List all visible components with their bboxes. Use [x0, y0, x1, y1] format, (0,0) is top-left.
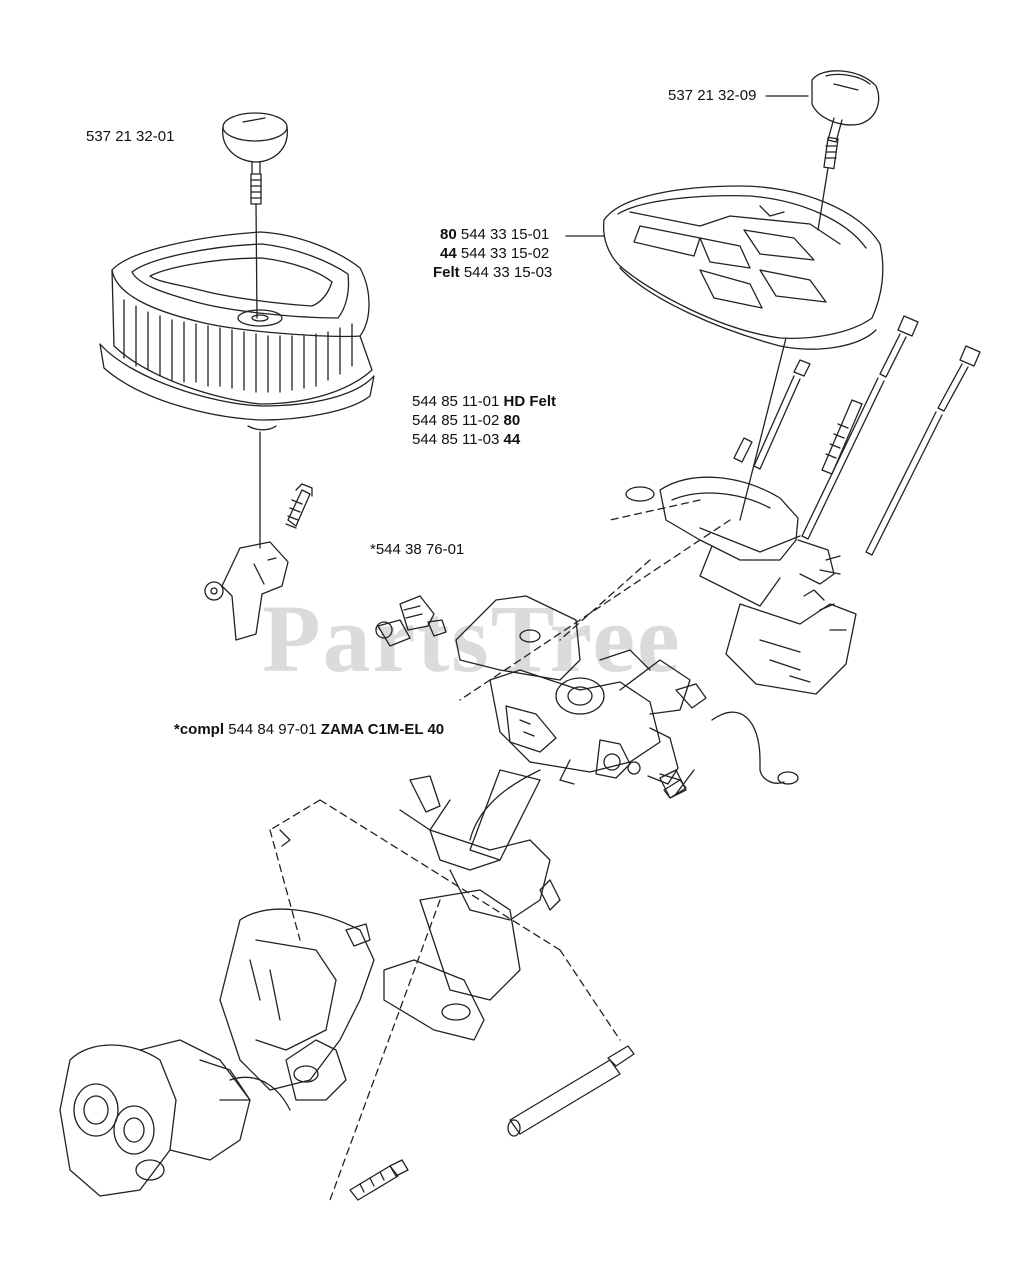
label-cover-44: 44 544 33 15-02: [440, 244, 549, 264]
label-carburetor-compl: *compl: [174, 721, 225, 738]
label-filter-hd: 544 85 11-01 HD Felt: [412, 392, 556, 412]
watermark: PartsTree: [262, 585, 682, 692]
label-kit: *544 38 76-01: [370, 541, 465, 558]
label-cover-felt-part: 544 33 15-03: [463, 264, 553, 281]
label-carburetor-part: 544 84 97-01: [228, 721, 317, 738]
label-filter-44-variant: 44: [503, 431, 521, 448]
label-filter-44: 544 85 11-03 44: [412, 430, 520, 450]
label-filter-hd-part: 544 85 11-01: [412, 393, 500, 410]
label-filter-80-variant: 80: [503, 412, 521, 429]
dash-lines: [269, 499, 731, 1201]
filter-holder: [625, 476, 857, 695]
label-cover-44-part: 544 33 15-02: [460, 245, 550, 262]
intake-manifold: [279, 769, 561, 1041]
label-carburetor: *compl 544 84 97-01 ZAMA C1M-EL 40: [174, 720, 444, 740]
mounting-bolts: [733, 315, 981, 556]
label-cover-80-part: 544 33 15-01: [460, 226, 550, 243]
label-cover-felt-variant: Felt: [433, 264, 460, 281]
air-filter-cover: [565, 185, 884, 521]
label-carburetor-model: ZAMA C1M-EL 40: [320, 721, 445, 738]
label-knob-left: 537 21 32-01: [86, 128, 175, 145]
label-filter-44-part: 544 85 11-03: [412, 431, 500, 448]
label-filter-hd-variant: HD Felt: [503, 393, 556, 410]
label-cover-80-variant: 80: [440, 226, 457, 243]
label-cover-44-variant: 44: [440, 245, 457, 262]
label-knob-right: 537 21 32-09: [668, 87, 757, 104]
right-cover-knob: [765, 70, 880, 231]
filter-bracket: [204, 483, 313, 641]
left-filter-knob: [222, 112, 288, 319]
carburetor: [455, 595, 799, 799]
label-cover-felt: Felt 544 33 15-03: [433, 263, 552, 283]
crankcase: [219, 908, 375, 1101]
bottom-bolt: [349, 1159, 409, 1201]
air-filter: [99, 231, 375, 549]
label-cover-80: 80 544 33 15-01: [440, 225, 549, 245]
carburetor-kit: [375, 595, 447, 647]
flange-assembly: [59, 1039, 291, 1197]
choke-lever: [659, 769, 687, 799]
label-filter-80: 544 85 11-02 80: [412, 411, 520, 431]
label-filter-80-part: 544 85 11-02: [412, 412, 500, 429]
fuel-line: [507, 1045, 635, 1137]
